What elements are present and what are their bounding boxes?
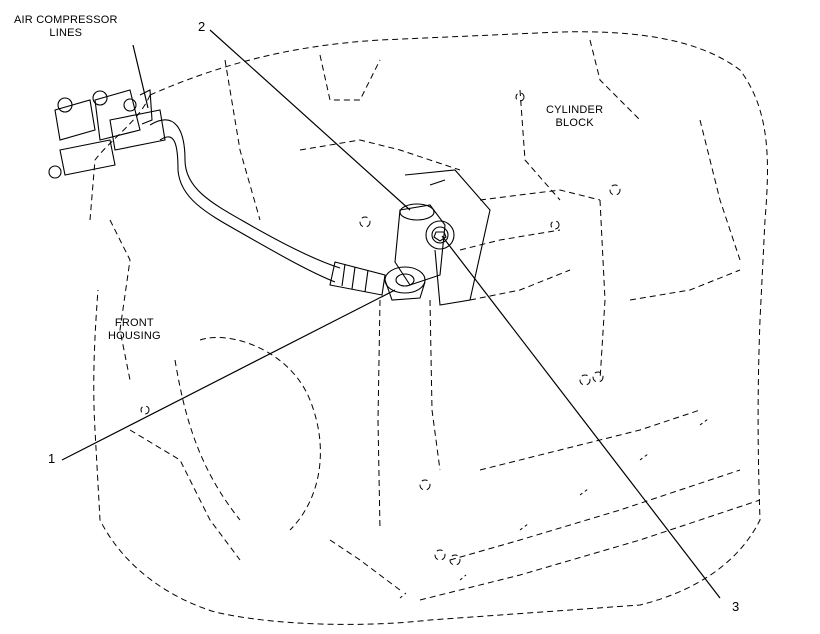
front-housing-label-line1: FRONT bbox=[114, 317, 154, 329]
phantom-outline bbox=[89, 31, 768, 625]
engine-outline bbox=[93, 31, 768, 625]
callout-2: 2 bbox=[198, 19, 206, 34]
elbow-top bbox=[399, 203, 435, 221]
phantom-line bbox=[299, 139, 461, 171]
phantom-line bbox=[459, 229, 561, 251]
air-compressor-hose bbox=[48, 89, 386, 296]
phantom-line bbox=[699, 119, 741, 261]
callout-leaders bbox=[61, 29, 721, 599]
phantom-details bbox=[399, 418, 709, 599]
phantom-line bbox=[599, 199, 606, 381]
cylinder-block-label: CYLINDER BLOCK bbox=[546, 104, 603, 130]
phantom-line bbox=[629, 269, 741, 301]
phantom-line bbox=[329, 539, 401, 591]
phantom-line bbox=[109, 219, 131, 381]
leader-2 bbox=[209, 29, 411, 211]
compressor-fitting bbox=[109, 109, 166, 151]
phantom-bolt bbox=[609, 184, 621, 196]
phantom-bolt bbox=[515, 92, 525, 102]
phantom-bolt bbox=[419, 479, 431, 491]
phantom-line bbox=[449, 469, 741, 561]
elbow-fitting bbox=[394, 204, 446, 286]
engine-outline-left bbox=[89, 94, 151, 221]
banjo-body bbox=[384, 279, 426, 301]
phantom-line bbox=[377, 299, 381, 531]
phantom-pulley-inner bbox=[174, 359, 241, 521]
phantom-ticks bbox=[399, 574, 467, 599]
phantom-line bbox=[224, 59, 261, 221]
phantom-bolt bbox=[434, 549, 446, 561]
compressor-fitting bbox=[54, 99, 96, 141]
phantom-bolt bbox=[359, 216, 371, 228]
phantom-line bbox=[469, 269, 571, 301]
phantom-line bbox=[479, 409, 701, 471]
plug-hex bbox=[433, 231, 447, 242]
plug-outer bbox=[425, 220, 455, 250]
cylinder-block-label-line2: BLOCK bbox=[555, 117, 594, 129]
front-housing-label-line2: HOUSING bbox=[108, 330, 161, 342]
fitting-cap bbox=[48, 165, 62, 179]
fitting-cap bbox=[57, 97, 73, 113]
compressor-fitting bbox=[59, 139, 116, 176]
phantom-bolt bbox=[449, 554, 461, 566]
phantom-bolt bbox=[550, 220, 560, 230]
phantom-bolt bbox=[140, 405, 150, 415]
phantom-bolt bbox=[579, 374, 591, 386]
phantom-line bbox=[419, 499, 761, 601]
phantom-line bbox=[589, 39, 641, 121]
compressor-fitting bbox=[94, 89, 141, 141]
phantom-line bbox=[519, 89, 561, 201]
fitting-cap bbox=[92, 90, 108, 106]
flange-edge bbox=[429, 179, 446, 186]
phantom-ticks bbox=[519, 418, 709, 531]
phantom-line bbox=[429, 299, 441, 471]
leader-1 bbox=[61, 289, 396, 461]
callout-3: 3 bbox=[732, 599, 740, 614]
leader-air-compressor bbox=[132, 44, 149, 109]
hose-ferrule-rings bbox=[341, 263, 369, 293]
fitting-assembly bbox=[384, 169, 491, 306]
hose-outer bbox=[149, 119, 341, 269]
cylinder-block-label-line1: CYLINDER bbox=[546, 104, 604, 116]
phantom-pulley bbox=[199, 337, 321, 531]
bracket bbox=[139, 89, 153, 125]
phantom-line bbox=[479, 189, 601, 201]
air-compressor-lines-label: AIR COMPRESSOR LINES bbox=[14, 14, 118, 40]
air-compressor-label-line2: LINES bbox=[49, 27, 83, 39]
phantom-line bbox=[319, 54, 381, 101]
plug-inner bbox=[431, 226, 449, 244]
callout-1: 1 bbox=[48, 451, 56, 466]
fitting-cap bbox=[123, 98, 137, 112]
front-housing-label: FRONT HOUSING bbox=[108, 317, 161, 343]
banjo-bore bbox=[395, 273, 415, 287]
phantom-bolt bbox=[592, 371, 604, 383]
banjo-ring bbox=[384, 266, 426, 294]
hose-inner bbox=[159, 136, 336, 283]
mounting-flange bbox=[404, 169, 491, 306]
air-compressor-label-line1: AIR COMPRESSOR bbox=[14, 14, 118, 26]
leader-3 bbox=[441, 235, 721, 599]
phantom-line bbox=[129, 429, 241, 561]
